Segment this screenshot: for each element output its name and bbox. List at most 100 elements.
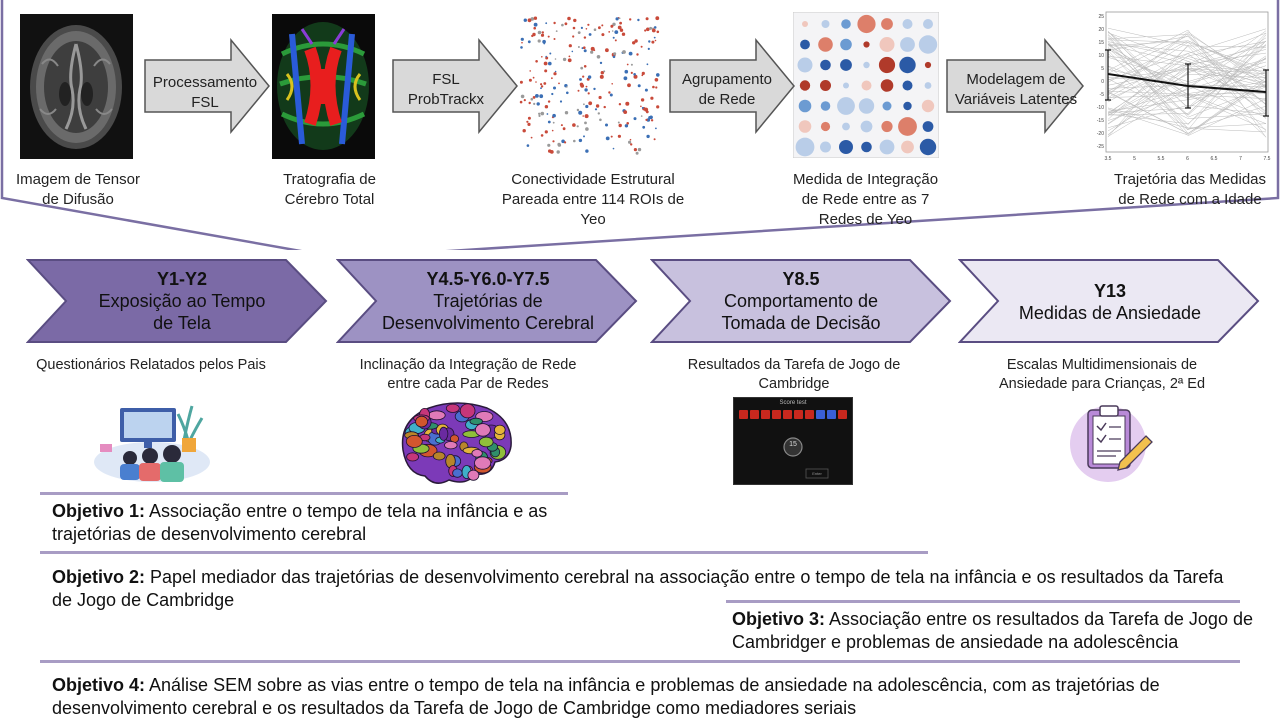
matrix-dot [613, 52, 617, 56]
brain-parcel [467, 469, 480, 481]
matrix-dot [535, 94, 539, 98]
matrix-dot [641, 106, 644, 109]
matrix-dot [599, 118, 602, 122]
matrix-cell [840, 38, 852, 51]
objective-3-text: Associação entre os resultados da Tarefa… [732, 609, 1253, 652]
matrix-dot [650, 96, 654, 100]
matrix-dot [547, 120, 551, 124]
matrix-dot [646, 134, 650, 139]
matrix-cell [843, 82, 849, 89]
matrix-cell [798, 99, 812, 113]
matrix-dot [646, 118, 651, 122]
trajectory-line [1107, 78, 1267, 119]
matrix-dot [654, 78, 659, 82]
pipeline-frame [0, 0, 1280, 250]
matrix-dot [617, 134, 621, 138]
objective-1-label: Objetivo 1: [52, 501, 146, 521]
brain-parcel [415, 415, 429, 428]
matrix-dot [584, 121, 587, 125]
matrix-dot [573, 18, 577, 23]
matrix-dot [552, 140, 555, 143]
matrix-dot [544, 69, 548, 73]
trajectory-line [1107, 36, 1267, 120]
y-tick-label: 15 [1098, 40, 1104, 46]
matrix-dot [645, 118, 648, 121]
matrix-dot [543, 82, 547, 85]
matrix-dot [625, 101, 630, 106]
matrix-cell [924, 61, 932, 69]
matrix-dot [560, 124, 563, 127]
matrix-dot [519, 80, 523, 84]
brain-parcel [494, 424, 506, 435]
matrix-dot [576, 108, 580, 112]
matrix-dot [614, 30, 619, 34]
task-box [805, 410, 814, 419]
matrix-cell [821, 20, 830, 28]
matrix-dot [581, 47, 584, 50]
matrix-dot [530, 136, 533, 139]
matrix-cell [921, 99, 935, 113]
task-box [772, 410, 781, 419]
matrix-dot [541, 31, 544, 34]
task-boxes [739, 410, 847, 479]
matrix-dot [587, 92, 590, 95]
matrix-dot [622, 50, 626, 54]
matrix-dot [584, 88, 588, 92]
matrix-dot [617, 25, 622, 30]
matrix-dot [579, 82, 584, 87]
matrix-dot [539, 94, 544, 99]
brain-parcel [459, 403, 476, 419]
matrix-dot [637, 18, 640, 22]
matrix-dot [572, 35, 575, 38]
matrix-dot [523, 99, 526, 102]
stage-code: Y8.5 [782, 269, 820, 289]
matrix-dot [655, 127, 657, 130]
matrix-dot [621, 32, 626, 36]
matrix-dot [640, 45, 643, 48]
matrix-dot [557, 143, 562, 147]
matrix-dot [596, 55, 601, 59]
matrix-dot [526, 144, 530, 147]
matrix-dot [601, 33, 605, 37]
matrix-dot [619, 28, 624, 32]
objective-4-label: Objetivo 4: [52, 675, 146, 695]
matrix-dot [568, 44, 572, 48]
matrix-cell [800, 39, 810, 50]
trajectory-line [1107, 27, 1267, 48]
objective-2: Objetivo 2: Papel mediador das trajetóri… [52, 566, 1232, 612]
matrix-dot [647, 47, 650, 51]
task-box [750, 410, 759, 419]
matrix-cell [880, 79, 894, 92]
matrix-dot [519, 100, 523, 104]
y-tick-label: 20 [1098, 27, 1104, 33]
task-box [816, 410, 825, 419]
matrix-dot [529, 70, 531, 72]
matrix-dot [610, 24, 614, 28]
matrix-dot [523, 18, 527, 22]
network-integration-matrix-image [793, 12, 939, 158]
matrix-cell [820, 141, 831, 153]
brain-parcel [406, 452, 420, 462]
objective-4-text: Análise SEM sobre as vias entre o tempo … [52, 675, 1160, 718]
matrix-cell [798, 120, 812, 133]
matrix-dot [533, 102, 536, 105]
matrix-dot [612, 22, 616, 26]
matrix-dot [640, 98, 645, 102]
matrix-dot [532, 76, 535, 79]
matrix-dot [533, 26, 536, 30]
matrix-dot [624, 69, 629, 74]
matrix-dot [627, 83, 631, 88]
matrix-dot [629, 138, 632, 141]
matrix-dot [583, 135, 585, 138]
matrix-dot [656, 105, 660, 109]
matrix-dot [637, 84, 641, 88]
y-tick-label: -15 [1097, 118, 1104, 124]
matrix-dot [608, 31, 611, 33]
trajectory-line [1107, 31, 1267, 118]
timeline-stage-2: Y4.5-Y6.0-Y7.5 Trajetórias de Desenvolvi… [368, 268, 608, 334]
matrix-dot [615, 17, 619, 21]
matrix-dot [593, 28, 597, 32]
trajectory-line [1107, 34, 1267, 114]
matrix-dot [526, 120, 529, 123]
matrix-cell [882, 101, 892, 111]
